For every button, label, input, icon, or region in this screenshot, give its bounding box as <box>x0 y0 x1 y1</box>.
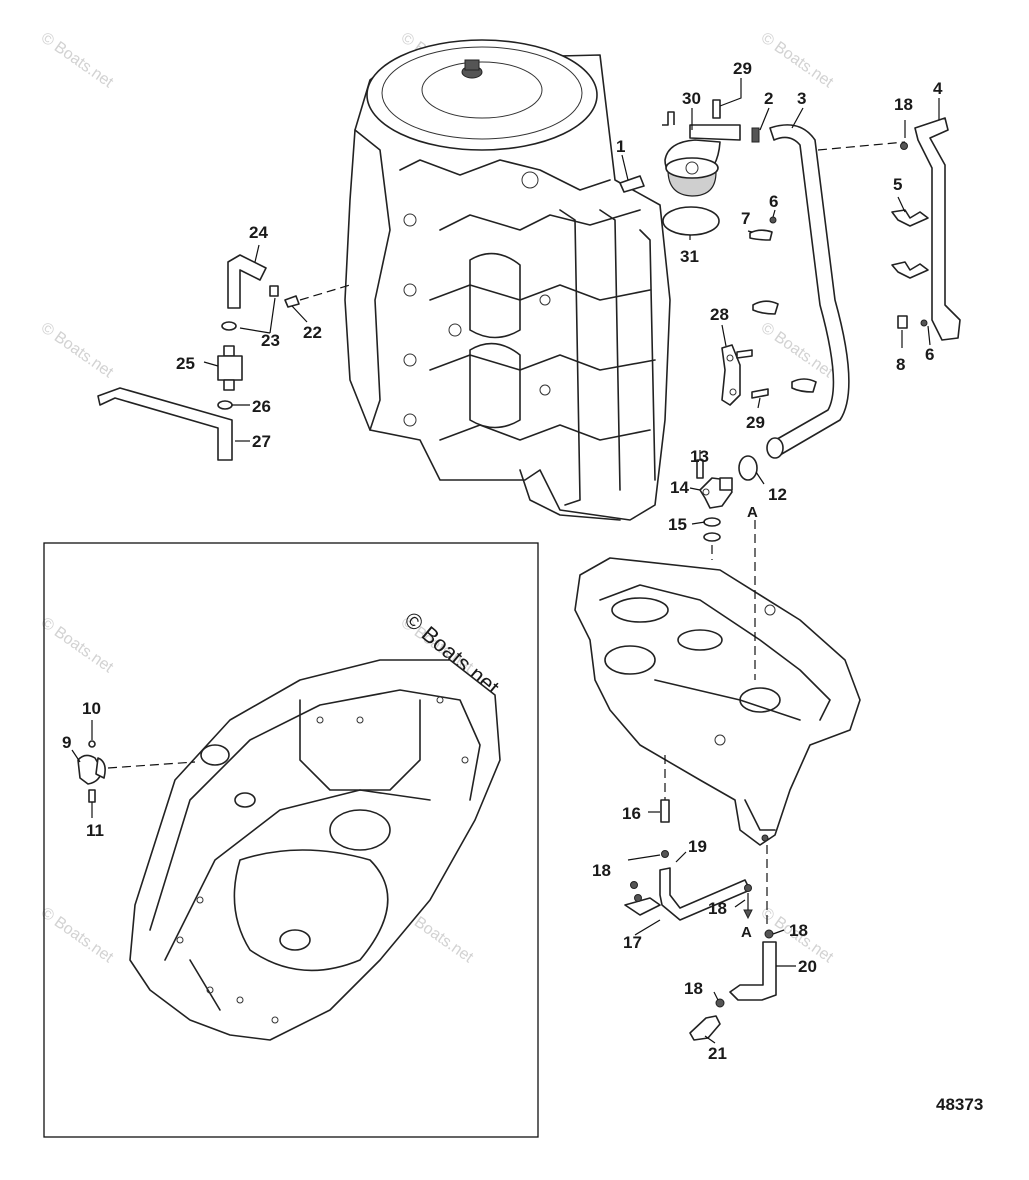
fitting-18 <box>715 998 725 1008</box>
clips-5 <box>891 209 929 279</box>
callout-27: 27 <box>252 432 271 451</box>
callout-31: 31 <box>680 247 699 266</box>
inset-adaptor-plate <box>129 659 501 1041</box>
o-ring-15 <box>703 517 721 527</box>
centerline <box>817 141 906 151</box>
watermark: © Boats.net <box>758 319 837 381</box>
watermark: © Boats.net <box>38 904 117 966</box>
callout-24: 24 <box>249 223 268 242</box>
fitting-23 <box>269 285 279 297</box>
callout-26: 26 <box>252 397 271 416</box>
callout-2: 2 <box>764 89 773 108</box>
hose-27 <box>97 387 233 461</box>
stud-16 <box>660 799 670 823</box>
o-ring-31 <box>662 206 720 236</box>
callout-14: 14 <box>670 478 689 497</box>
callout-18: 18 <box>592 861 611 880</box>
fitting-1 <box>619 175 645 193</box>
callout-11: 11 <box>86 821 104 840</box>
callout-29: 29 <box>746 413 765 432</box>
clamps-7 <box>749 229 817 393</box>
check-valve-25 <box>217 345 243 391</box>
centerline <box>299 284 351 301</box>
screw-13 <box>696 459 704 479</box>
callout-21: 21 <box>708 1044 727 1063</box>
hose-20 <box>729 941 777 1001</box>
callout-25: 25 <box>176 354 195 373</box>
callout-18: 18 <box>894 95 913 114</box>
bolt <box>662 111 675 126</box>
bolt <box>736 349 753 359</box>
screw-6 <box>920 319 928 327</box>
thermostat-housing <box>664 124 741 197</box>
adaptor-plate <box>574 557 861 846</box>
clamp-23 <box>221 321 237 331</box>
watermark: © Boats.net <box>38 29 117 91</box>
leader-lines <box>71 78 940 1044</box>
callout-8: 8 <box>896 355 905 374</box>
callout-23: 23 <box>261 331 280 350</box>
callout-10: 10 <box>82 699 101 718</box>
callout-20: 20 <box>798 957 817 976</box>
callout-1: 1 <box>616 137 625 156</box>
callout-7: 7 <box>741 209 750 228</box>
callout-18: 18 <box>684 979 703 998</box>
engine-block <box>344 39 671 521</box>
callout-22: 22 <box>303 323 322 342</box>
hose-17 <box>624 867 751 921</box>
callout-28: 28 <box>710 305 729 324</box>
callout-18: 18 <box>789 921 808 940</box>
hose-4 <box>914 117 961 341</box>
fitting-22 <box>284 295 300 308</box>
inset-panel <box>43 542 539 1138</box>
fitting-18 <box>634 894 642 902</box>
watermark: © Boats.net <box>758 29 837 91</box>
fitting-18 <box>744 884 752 892</box>
clamp-12 <box>738 455 758 481</box>
callout-17: 17 <box>623 933 642 952</box>
callout-16: 16 <box>622 804 641 823</box>
watermark: © Boats.net <box>38 319 117 381</box>
figure-number: 48373 <box>936 1095 983 1114</box>
elbow-14 <box>699 477 733 509</box>
fitting-18 <box>661 850 669 858</box>
bolt-29 <box>751 388 769 399</box>
screw-11 <box>88 789 96 803</box>
clamp-2 <box>751 127 760 143</box>
fitting-18 <box>630 881 638 889</box>
callout-18: 18 <box>708 899 727 918</box>
callout-4: 4 <box>933 79 943 98</box>
callout-3: 3 <box>797 89 806 108</box>
part-9 <box>77 754 106 785</box>
o-ring-10 <box>88 740 96 748</box>
arrow-head <box>743 909 753 920</box>
screw-6 <box>769 216 777 224</box>
callout-13: 13 <box>690 447 709 466</box>
callout-5: 5 <box>893 175 902 194</box>
sensor-21 <box>689 1015 721 1041</box>
callout-12: 12 <box>768 485 787 504</box>
bracket-28 <box>721 344 741 406</box>
callout-6: 6 <box>769 192 778 211</box>
callout-29: 29 <box>733 59 752 78</box>
callouts: 29 30 2 3 1 18 4 5 6 7 31 8 6 28 29 13 1… <box>62 59 983 1114</box>
callout-19: 19 <box>688 837 707 856</box>
clamp-26 <box>217 400 233 410</box>
centerline <box>107 761 196 769</box>
callout-15: 15 <box>668 515 687 534</box>
callout-6: 6 <box>925 345 934 364</box>
section-marker-bottom: A <box>741 924 752 941</box>
bolt-29 <box>712 99 721 119</box>
fitting-18 <box>900 142 908 150</box>
hose-3 <box>766 124 850 459</box>
section-marker-top: A <box>747 504 758 521</box>
clip-8 <box>897 315 908 329</box>
watermark: © Boats.net <box>38 614 117 676</box>
o-ring-15 <box>703 532 721 542</box>
callout-9: 9 <box>62 733 71 752</box>
hose-24 <box>227 254 267 309</box>
fitting-18 <box>764 929 774 939</box>
callout-30: 30 <box>682 89 701 108</box>
